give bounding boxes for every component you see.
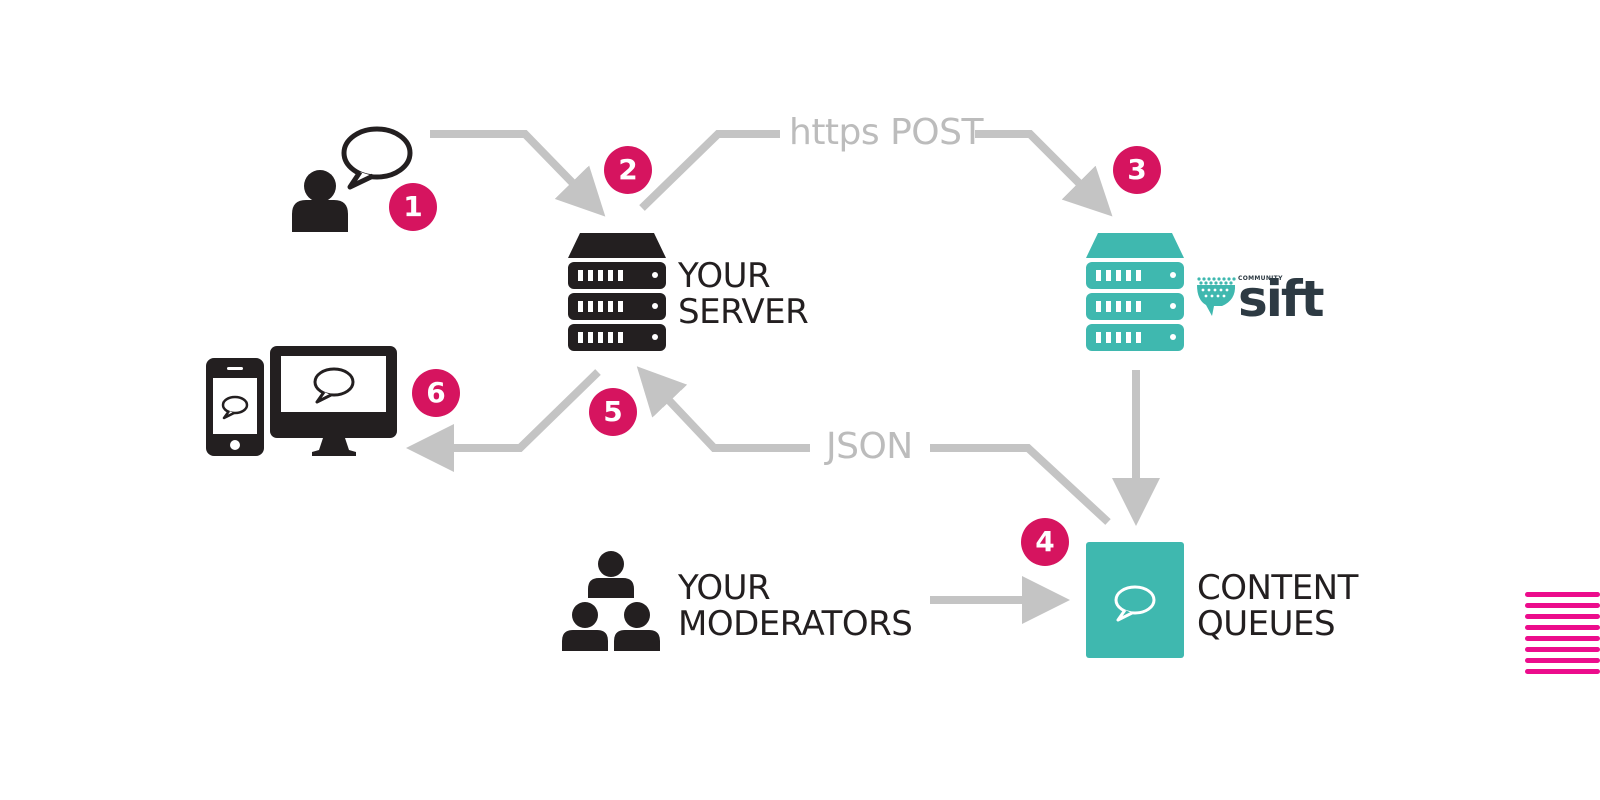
arrow-queues-to-server-right <box>930 444 1111 525</box>
arrow-queues-to-server-left <box>636 366 810 452</box>
server-icon <box>568 233 666 351</box>
sift-logo-text: sift <box>1238 270 1325 328</box>
label-your-server-line1: YOUR <box>678 256 771 296</box>
step-badge-6: 6 <box>412 369 460 417</box>
content-queue-icon <box>1086 542 1184 658</box>
arrow-server-to-devices <box>406 369 601 472</box>
label-content-queues-line2: QUEUES <box>1197 604 1336 644</box>
label-moderators-line2: MODERATORS <box>678 604 913 644</box>
moderators-icon <box>562 551 660 651</box>
label-your-moderators: YOUR MODERATORS <box>678 568 913 644</box>
arrow-user-to-server <box>430 130 606 217</box>
devices-icon <box>206 346 397 456</box>
step-badge-5: 5 <box>589 388 637 436</box>
label-your-server: YOUR SERVER <box>678 256 809 332</box>
sift-logo <box>1197 277 1236 316</box>
arrow-server-to-sift-right <box>975 130 1113 217</box>
sift-server-icon <box>1086 233 1184 351</box>
label-content-queues: CONTENT QUEUES <box>1197 570 1358 642</box>
step-badge-3: 3 <box>1113 146 1161 194</box>
arrow-label-json: JSON <box>826 426 913 467</box>
sift-logo-community-text: COMMUNITY <box>1238 275 1283 282</box>
arrow-server-to-sift-left <box>639 130 780 211</box>
user-chat-icon <box>292 126 413 232</box>
label-your-server-line2: SERVER <box>678 292 809 332</box>
step-badge-4: 4 <box>1021 518 1069 566</box>
label-content-queues-line1: CONTENT <box>1197 568 1358 608</box>
label-moderators-line1: YOUR <box>678 568 771 608</box>
step-badge-1: 1 <box>389 183 437 231</box>
step-badge-2: 2 <box>604 146 652 194</box>
menu-icon <box>1525 592 1600 674</box>
arrow-label-https-post: https POST <box>789 112 983 153</box>
